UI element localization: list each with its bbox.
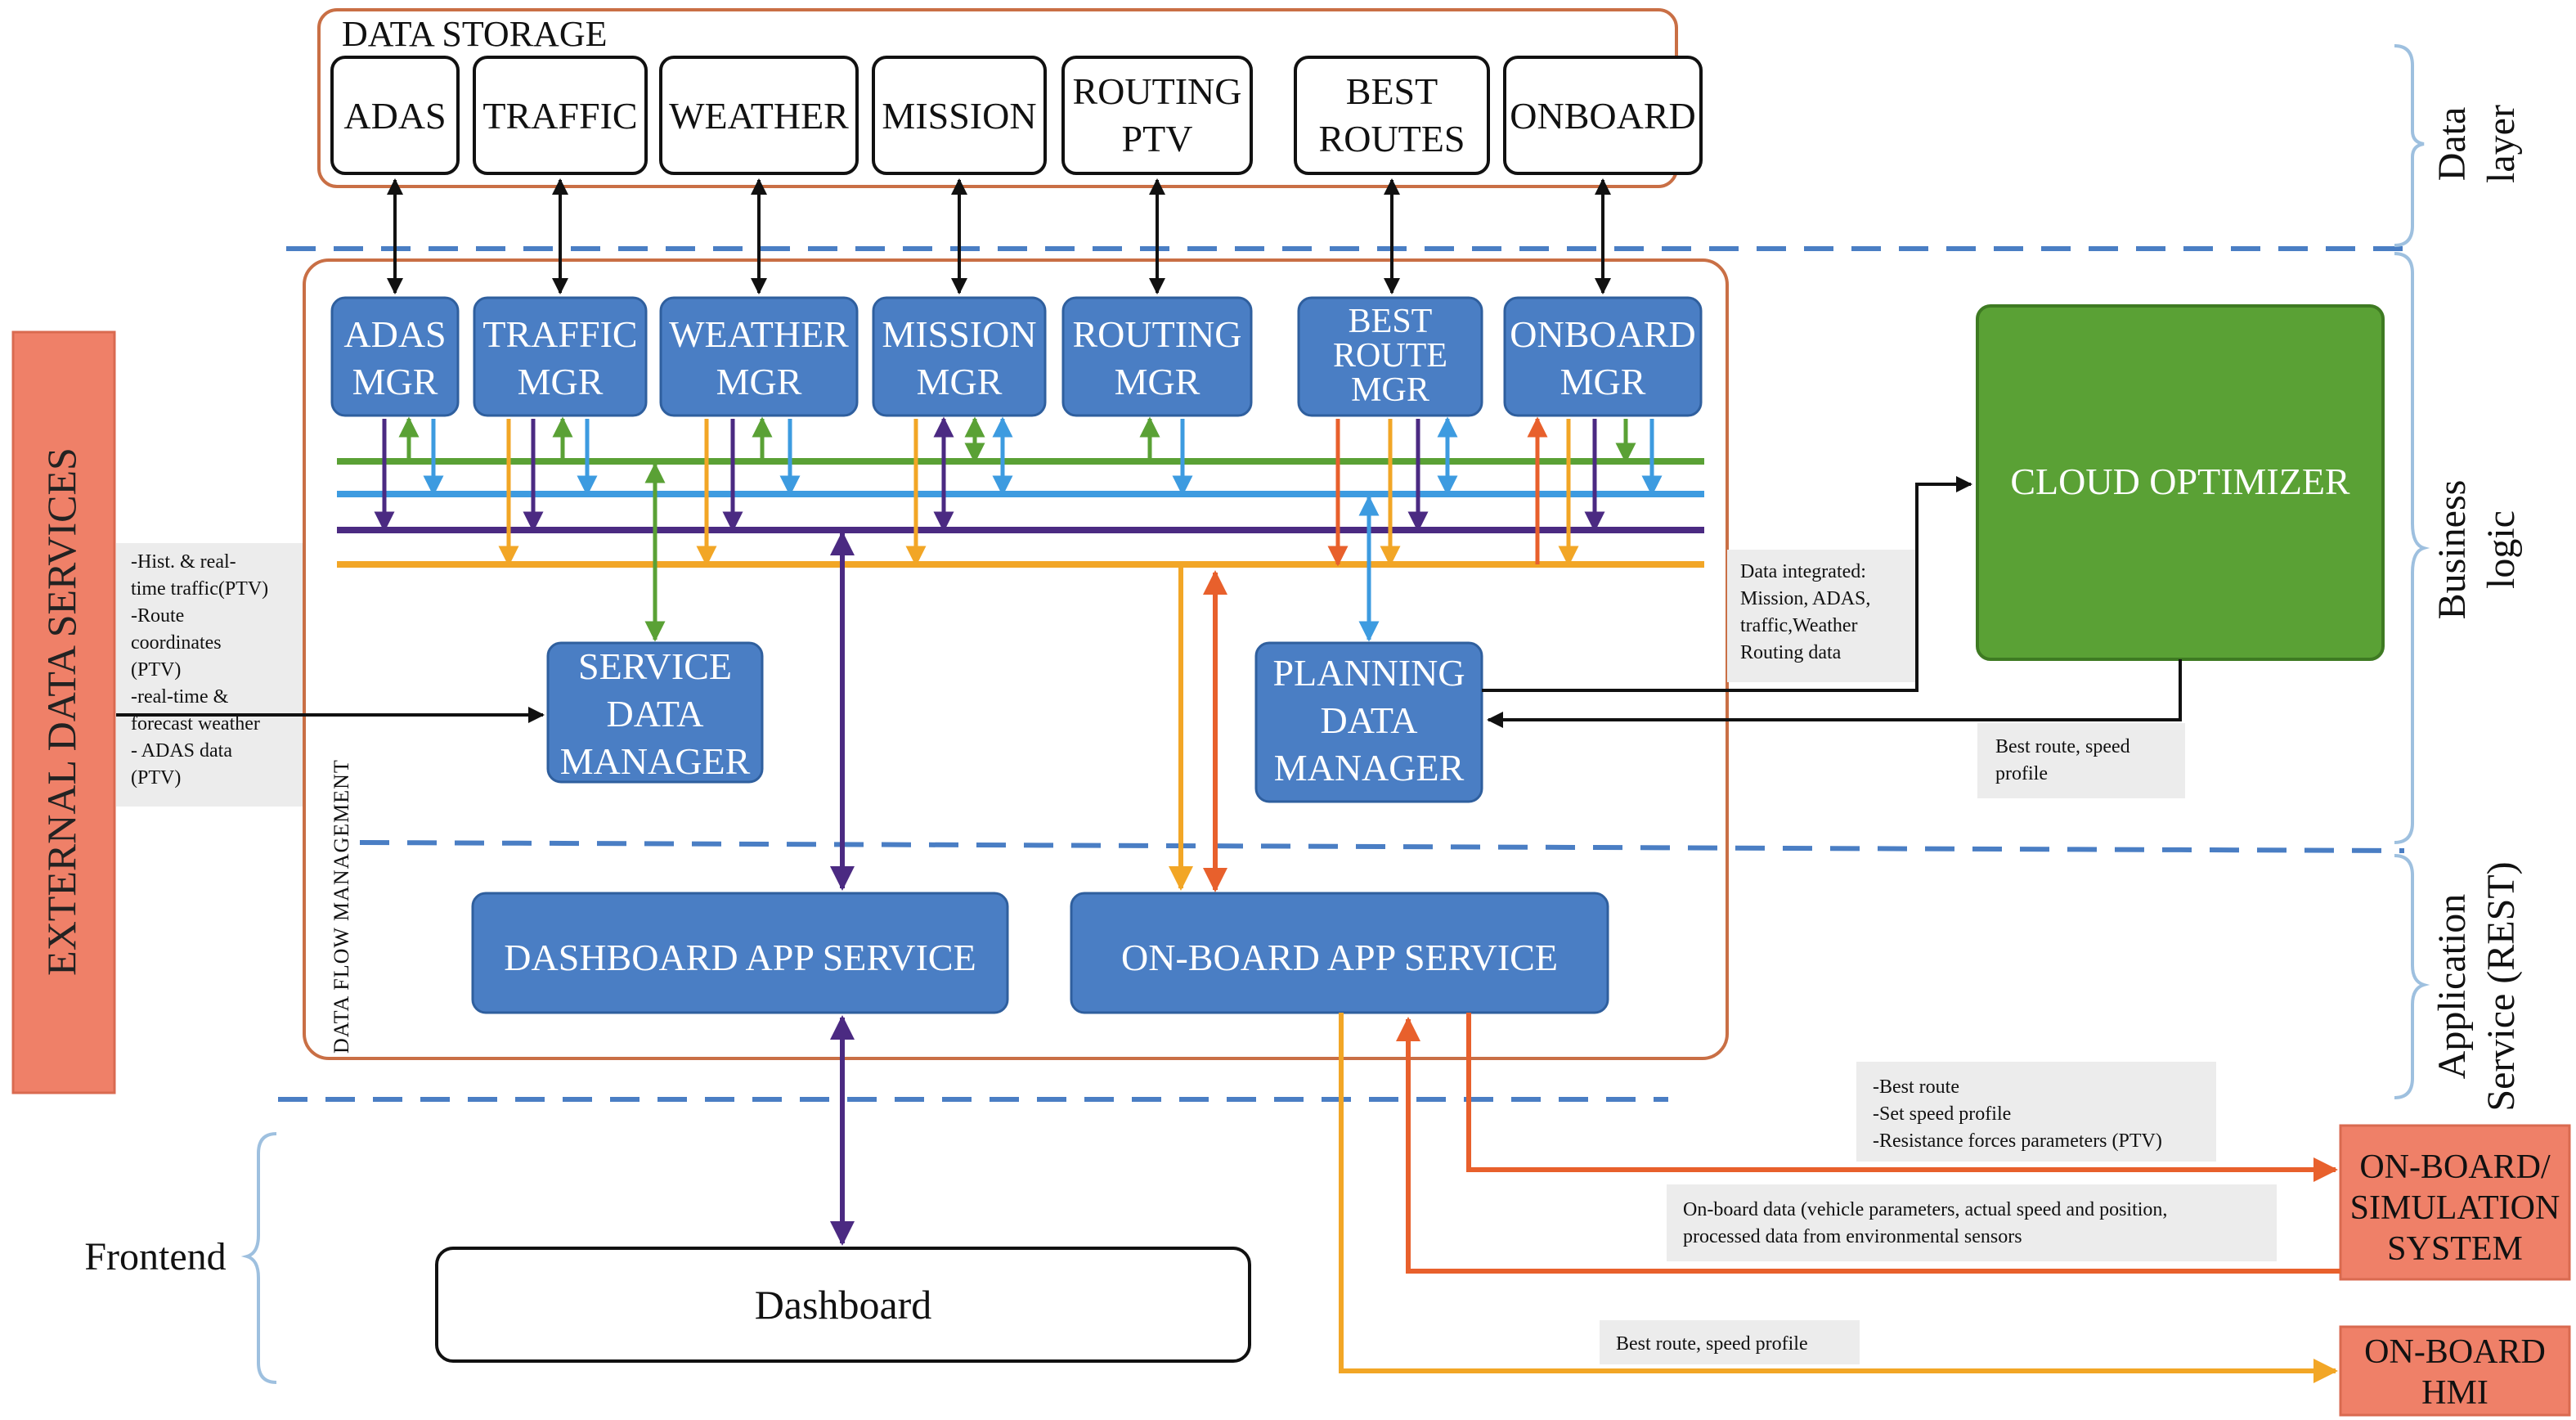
- connectors: [116, 462, 2340, 1383]
- onboard-app-service[interactable]: ON-BOARD APP SERVICE: [1070, 892, 1609, 1014]
- data-storage-title: DATA STORAGE: [342, 14, 607, 54]
- layer-brackets: [240, 44, 2430, 1384]
- layer-label-frontend: Frontend: [84, 1235, 226, 1278]
- data-storage: DATA STORAGE ADAS TRAFFIC WEATHER MISSION RO…: [317, 8, 1703, 188]
- svg-text:Data integrated:Mission, ADAS,: Data integrated:Mission, ADAS,traffic,We…: [1740, 561, 1870, 663]
- store-label-weather: WEATHER: [669, 95, 849, 137]
- svg-text:EXTERNAL DATA SERVICES: EXTERNAL DATA SERVICES: [38, 447, 84, 976]
- data-buses: [337, 458, 1704, 568]
- arrow-planning-cloud: [1482, 476, 1972, 692]
- svg-text:Best route, speed profile: Best route, speed profile: [1616, 1333, 1808, 1355]
- layer-separators: [278, 246, 2405, 1102]
- storage-manager-links: [387, 178, 1611, 294]
- store-label-adas: ADAS: [343, 95, 446, 137]
- svg-text:On-board data (vehicle paramet: On-board data (vehicle parameters, actua…: [1683, 1199, 2167, 1247]
- bracket-data-layer: [2394, 44, 2425, 247]
- store-adas[interactable]: ADAS: [330, 56, 460, 175]
- data-flow-management-label: DATA FLOW MANAGEMENT: [330, 759, 353, 1054]
- dashboard-box[interactable]: Dashboard: [435, 1247, 1251, 1363]
- svg-text:CLOUD OPTIMIZER: CLOUD OPTIMIZER: [2010, 461, 2350, 502]
- svg-text:DASHBOARD APP SERVICE: DASHBOARD APP SERVICE: [504, 937, 976, 978]
- arrow-cloud-planning: [1487, 659, 2182, 728]
- note-data-integrated: Data integrated:Mission, ADAS,traffic,We…: [1727, 550, 1915, 682]
- dashboard-app-service[interactable]: DASHBOARD APP SERVICE: [471, 892, 1009, 1014]
- cloud-optimizer[interactable]: CLOUD OPTIMIZER: [1976, 304, 2385, 661]
- store-label-traffic: TRAFFIC: [482, 95, 637, 137]
- bracket-application-service: [2394, 854, 2430, 1099]
- separator-business-application: [359, 840, 2405, 853]
- svg-text:ON-BOARD APP SERVICE: ON-BOARD APP SERVICE: [1121, 937, 1558, 978]
- store-weather[interactable]: WEATHER: [659, 56, 859, 175]
- arrow-red-from-simulation: [1396, 1017, 2340, 1274]
- store-label-onboard: ONBOARD: [1510, 95, 1695, 137]
- arrow-orange-to-hmi: [1339, 1013, 2338, 1383]
- store-onboard[interactable]: ONBOARD: [1503, 56, 1703, 175]
- note-hmi: Best route, speed profile: [1600, 1320, 1860, 1364]
- note-onboard-outputs: -Best route-Set speed profile-Resistance…: [1856, 1062, 2216, 1162]
- bracket-business-logic: [2394, 252, 2430, 844]
- svg-text:Dashboard: Dashboard: [755, 1282, 932, 1328]
- bracket-frontend: [240, 1132, 277, 1384]
- store-label-mission: MISSION: [882, 95, 1036, 137]
- store-mission[interactable]: MISSION: [872, 56, 1047, 175]
- svg-text:-Hist. & real-time traffic(PTV: -Hist. & real-time traffic(PTV)-Routecoo…: [131, 551, 268, 789]
- external-data-services: EXTERNAL DATA SERVICES: [11, 330, 116, 1094]
- note-onboard-data: On-board data (vehicle parameters, actua…: [1667, 1184, 2277, 1261]
- store-traffic[interactable]: TRAFFIC: [473, 56, 648, 175]
- manager-bus-links: [374, 416, 1663, 567]
- svg-text:-Best route-Set speed profile-: -Best route-Set speed profile-Resistance…: [1873, 1076, 2162, 1152]
- arrow-red-to-simulation: [1466, 1013, 2338, 1182]
